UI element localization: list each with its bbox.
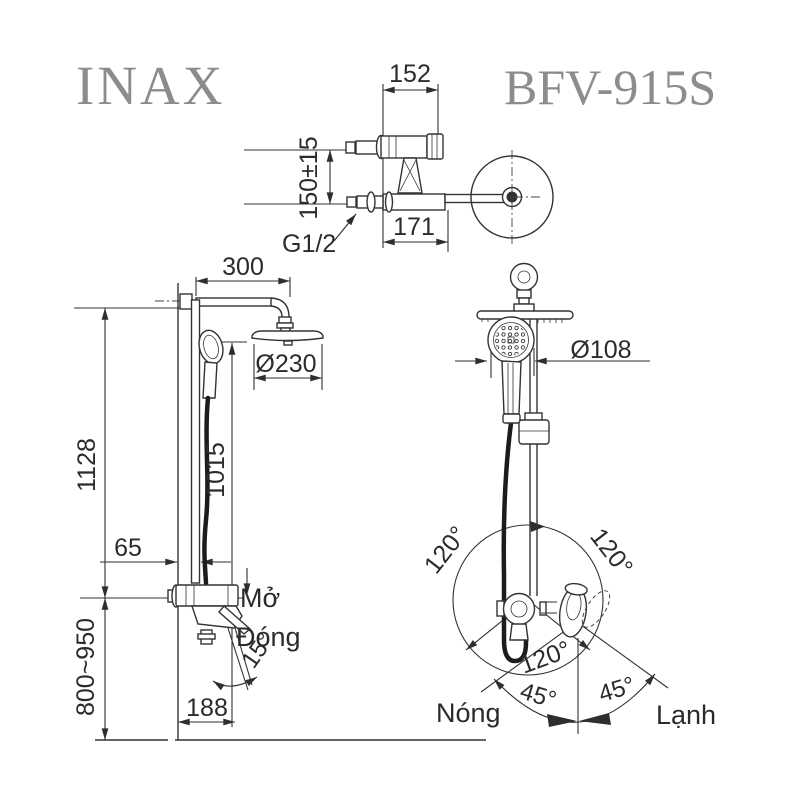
top-detail-view: 152 150±15 171 G1/2 <box>244 60 554 258</box>
hand-shower-front <box>487 316 535 424</box>
side-view: 300 Ø230 1128 1015 65 800~950 188 Mở Đón… <box>72 253 486 741</box>
dim-riser-height: 1015 <box>202 442 230 498</box>
mixer-valve-side <box>167 584 252 645</box>
dim-width-bottom: 171 <box>393 213 435 241</box>
dim-rain-head-diameter: Ø230 <box>255 350 316 378</box>
dim-hand-shower-diameter: Ø108 <box>570 336 631 364</box>
slide-rail <box>529 319 538 596</box>
dim-install-height: 800~950 <box>72 618 100 716</box>
dim-handle-left: 45° <box>517 678 560 714</box>
lever-handle-side <box>218 604 252 635</box>
dimension-lines <box>244 84 449 252</box>
dim-rotation-right: 120° <box>584 523 638 581</box>
lever-handle-front <box>558 582 588 638</box>
shower-hose <box>501 420 529 664</box>
shower-column-drawing <box>155 283 324 740</box>
dim-width-top: 152 <box>389 60 431 88</box>
slider-bracket <box>518 412 550 445</box>
dim-rotation-left: 120° <box>419 521 473 579</box>
close-label: Đóng <box>236 622 301 652</box>
rain-shower-head-front <box>476 310 574 320</box>
hot-label: Nóng <box>436 698 501 728</box>
valve-body-drawing <box>345 133 554 245</box>
dim-handle-right: 45° <box>596 672 639 708</box>
rain-shower-head-side <box>251 330 324 342</box>
handle-angle-lines <box>480 621 669 734</box>
dim-center-distance: 150±15 <box>295 136 323 219</box>
top-elbow-joint <box>509 262 539 292</box>
hand-shower-side <box>198 329 224 586</box>
thread-size-label: G1/2 <box>282 230 336 258</box>
cold-label: Lạnh <box>656 700 716 730</box>
dim-total-height: 1128 <box>73 438 101 492</box>
shower-column-front <box>476 262 611 664</box>
dim-base-depth: 188 <box>186 694 228 722</box>
brand-logo: INAX <box>76 55 225 116</box>
riser-pipe <box>190 299 201 584</box>
open-label: Mở <box>240 583 280 613</box>
dim-arm-length: 300 <box>222 253 264 281</box>
dimension-lines <box>74 277 486 741</box>
dim-wall-offset: 65 <box>114 534 142 562</box>
model-number: BFV-915S <box>504 59 716 115</box>
front-view: Ø108 120° 120° 120° 45° 45° Nóng Lạnh <box>419 262 716 734</box>
mixer-valve-front <box>496 582 611 641</box>
